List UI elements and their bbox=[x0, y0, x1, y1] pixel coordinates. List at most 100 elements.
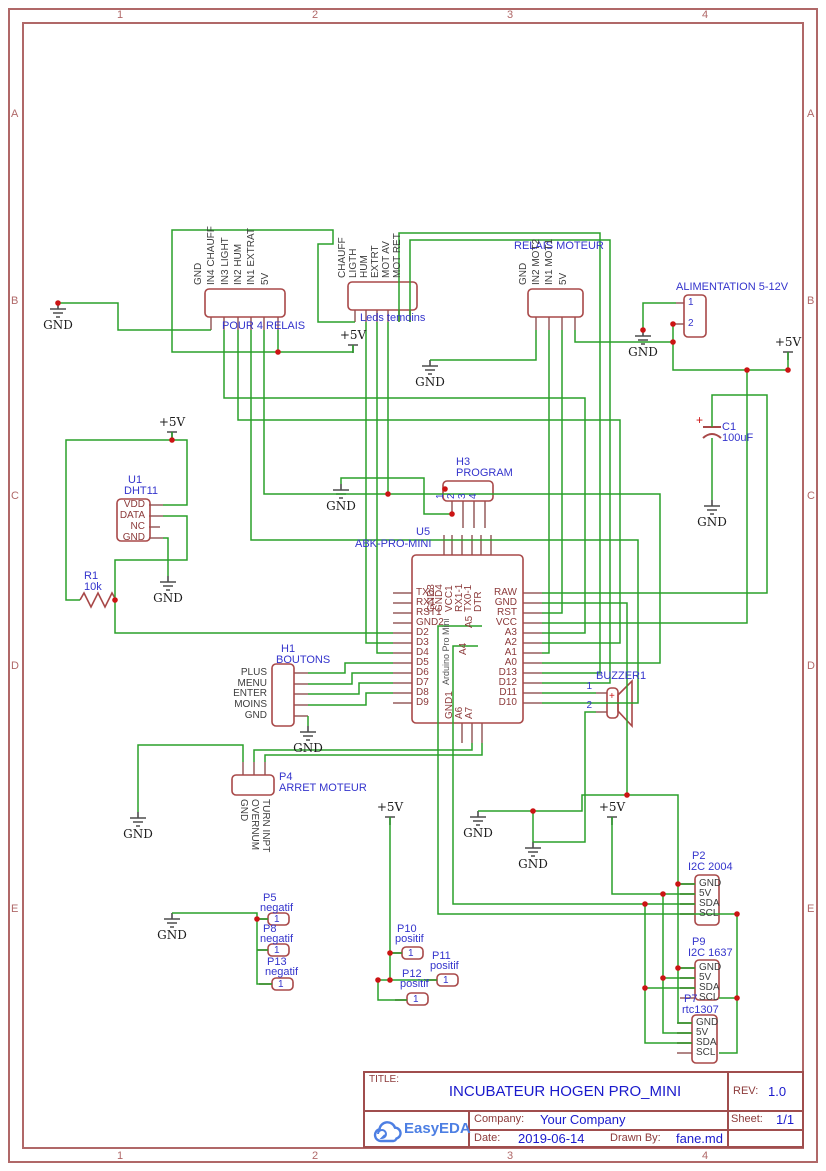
frame-row-label: A bbox=[807, 108, 815, 120]
u5-right-pin: RST bbox=[497, 607, 517, 618]
title-label: TITLE: bbox=[369, 1074, 400, 1085]
gnd-label: GND bbox=[415, 375, 445, 389]
titleblock-divider bbox=[363, 1110, 804, 1112]
drawn-by-value: fane.md bbox=[676, 1131, 723, 1146]
p9-refdes: P9 bbox=[692, 936, 706, 948]
h1-pin-label: MENU bbox=[237, 678, 267, 689]
gnd-label: GND bbox=[326, 499, 356, 513]
u5-left-pin: D7 bbox=[416, 677, 429, 688]
p11-pin-number: 1 bbox=[443, 975, 449, 986]
u5-left-pin: D5 bbox=[416, 657, 429, 668]
relais4-pin-label: GND bbox=[193, 262, 204, 285]
sheet-border-outer bbox=[8, 8, 818, 1163]
p9-pin-label: GND bbox=[699, 962, 722, 973]
sheet-value: 1/1 bbox=[776, 1112, 795, 1127]
easyeda-logo-text: EasyEDA bbox=[404, 1120, 471, 1137]
p9-pin-label: SDA bbox=[699, 982, 720, 993]
p11-value: positif bbox=[430, 960, 459, 972]
h1-pin-label: PLUS bbox=[240, 667, 267, 678]
u5-left-pin: D4 bbox=[416, 647, 429, 658]
buzzer-refdes: BUZZER1 bbox=[596, 670, 647, 682]
frame-row-label: E bbox=[11, 903, 19, 915]
frame-col-label: 4 bbox=[702, 1150, 709, 1162]
plus5v-label: +5V bbox=[598, 800, 626, 814]
u5-right-pin: D12 bbox=[498, 677, 517, 688]
drawn-by-label: Drawn By: bbox=[610, 1132, 661, 1144]
rev-label: REV: bbox=[733, 1085, 759, 1097]
p7-pin-label: GND bbox=[696, 1017, 719, 1028]
leds-name: Leds temoins bbox=[360, 312, 426, 324]
h1-pin-label: MOINS bbox=[234, 699, 267, 710]
frame-col-label: 3 bbox=[507, 9, 514, 21]
gnd-label: GND bbox=[697, 515, 727, 529]
p7-value: rtc1307 bbox=[682, 1004, 719, 1016]
u5-right-pin: A2 bbox=[504, 637, 517, 648]
u1-pin-label: DATA bbox=[119, 510, 145, 521]
u5-right-pin: D10 bbox=[498, 697, 517, 708]
p5-refdes: P5 bbox=[263, 892, 277, 904]
relais4-pin-label: IN4 CHAUFF bbox=[206, 226, 217, 285]
p7-pin-label: SCL bbox=[696, 1047, 716, 1058]
relais4-pin-label: IN1 EXTRAT bbox=[246, 227, 257, 285]
relais4-name: POUR 4 RELAIS bbox=[222, 320, 306, 332]
u1-pin-label: GND bbox=[122, 532, 145, 543]
titleblock-border bbox=[363, 1071, 804, 1148]
titleblock-divider bbox=[468, 1110, 470, 1148]
u5-right-pin: D11 bbox=[499, 687, 517, 698]
p7-refdes: P7 bbox=[684, 993, 698, 1005]
u5-right-pin: VCC bbox=[495, 617, 517, 628]
h1-value: BOUTONS bbox=[276, 654, 331, 666]
h3-value: PROGRAM bbox=[456, 467, 513, 479]
gnd-label: GND bbox=[157, 928, 187, 942]
h1-pin-label: ENTER bbox=[233, 688, 267, 699]
frame-row-label: B bbox=[807, 295, 815, 307]
p13-pin-number: 1 bbox=[278, 979, 284, 990]
relais-moteur-pin-label: GND bbox=[518, 262, 529, 285]
u1-value: DHT11 bbox=[124, 485, 159, 497]
date-label: Date: bbox=[474, 1132, 501, 1144]
company-value: Your Company bbox=[540, 1112, 626, 1127]
gnd-label: GND bbox=[628, 345, 658, 359]
frame-row-label: D bbox=[11, 660, 19, 672]
p4-refdes: P4 bbox=[279, 771, 293, 783]
p10-pin-number: 1 bbox=[408, 948, 414, 959]
u5-right-pin: D13 bbox=[498, 667, 517, 678]
p5-pin-number: 1 bbox=[274, 914, 280, 925]
u5-left-pin: D2 bbox=[416, 627, 429, 638]
gnd-label: GND bbox=[518, 857, 548, 871]
frame-row-label: E bbox=[807, 903, 815, 915]
sheet-label: Sheet: bbox=[731, 1113, 763, 1125]
plus5v-label: +5V bbox=[339, 328, 367, 342]
p9-pin-label: SCL bbox=[699, 992, 719, 1003]
u5-left-pin: RX1 bbox=[416, 597, 436, 608]
company-label: Company: bbox=[474, 1113, 525, 1125]
schematic-title: INCUBATEUR HOGEN PRO_MINI bbox=[448, 1083, 682, 1100]
alim-name: ALIMENTATION 5-12V bbox=[676, 281, 789, 293]
titleblock-divider bbox=[727, 1071, 729, 1148]
p10-value: positif bbox=[395, 933, 424, 945]
u5-left-pin: TX0 bbox=[416, 587, 435, 598]
p12-refdes: P12 bbox=[402, 968, 422, 980]
u5-left-pin: GND2 bbox=[416, 617, 444, 628]
u5-bottom-pin: A7 bbox=[464, 706, 475, 719]
u5-left-pin: RST1 bbox=[416, 607, 442, 618]
leds-pin-label: MOT RET bbox=[392, 233, 403, 278]
u5-right-pin: RAW bbox=[494, 587, 517, 598]
p2-refdes: P2 bbox=[692, 850, 706, 862]
rev-value: 1.0 bbox=[768, 1084, 787, 1099]
relais4-pin-label: 5V bbox=[260, 272, 271, 285]
p7-pin-label: SDA bbox=[696, 1037, 717, 1048]
u5-right-pin: A3 bbox=[504, 627, 517, 638]
u1-pin-label: VDD bbox=[123, 499, 145, 510]
gnd-label: GND bbox=[123, 827, 153, 841]
relais4-pin-label: IN3 LIGHT bbox=[220, 237, 231, 285]
buzzer-pin-number: 2 bbox=[586, 700, 592, 711]
p8-refdes: P8 bbox=[263, 923, 277, 935]
p9-pin-label: 5V bbox=[699, 972, 712, 983]
p9-value: I2C 1637 bbox=[688, 947, 733, 959]
p5-value: negatif bbox=[260, 902, 294, 914]
h1-pin-label: GND bbox=[244, 710, 267, 721]
u5-left-pin: D3 bbox=[416, 637, 429, 648]
